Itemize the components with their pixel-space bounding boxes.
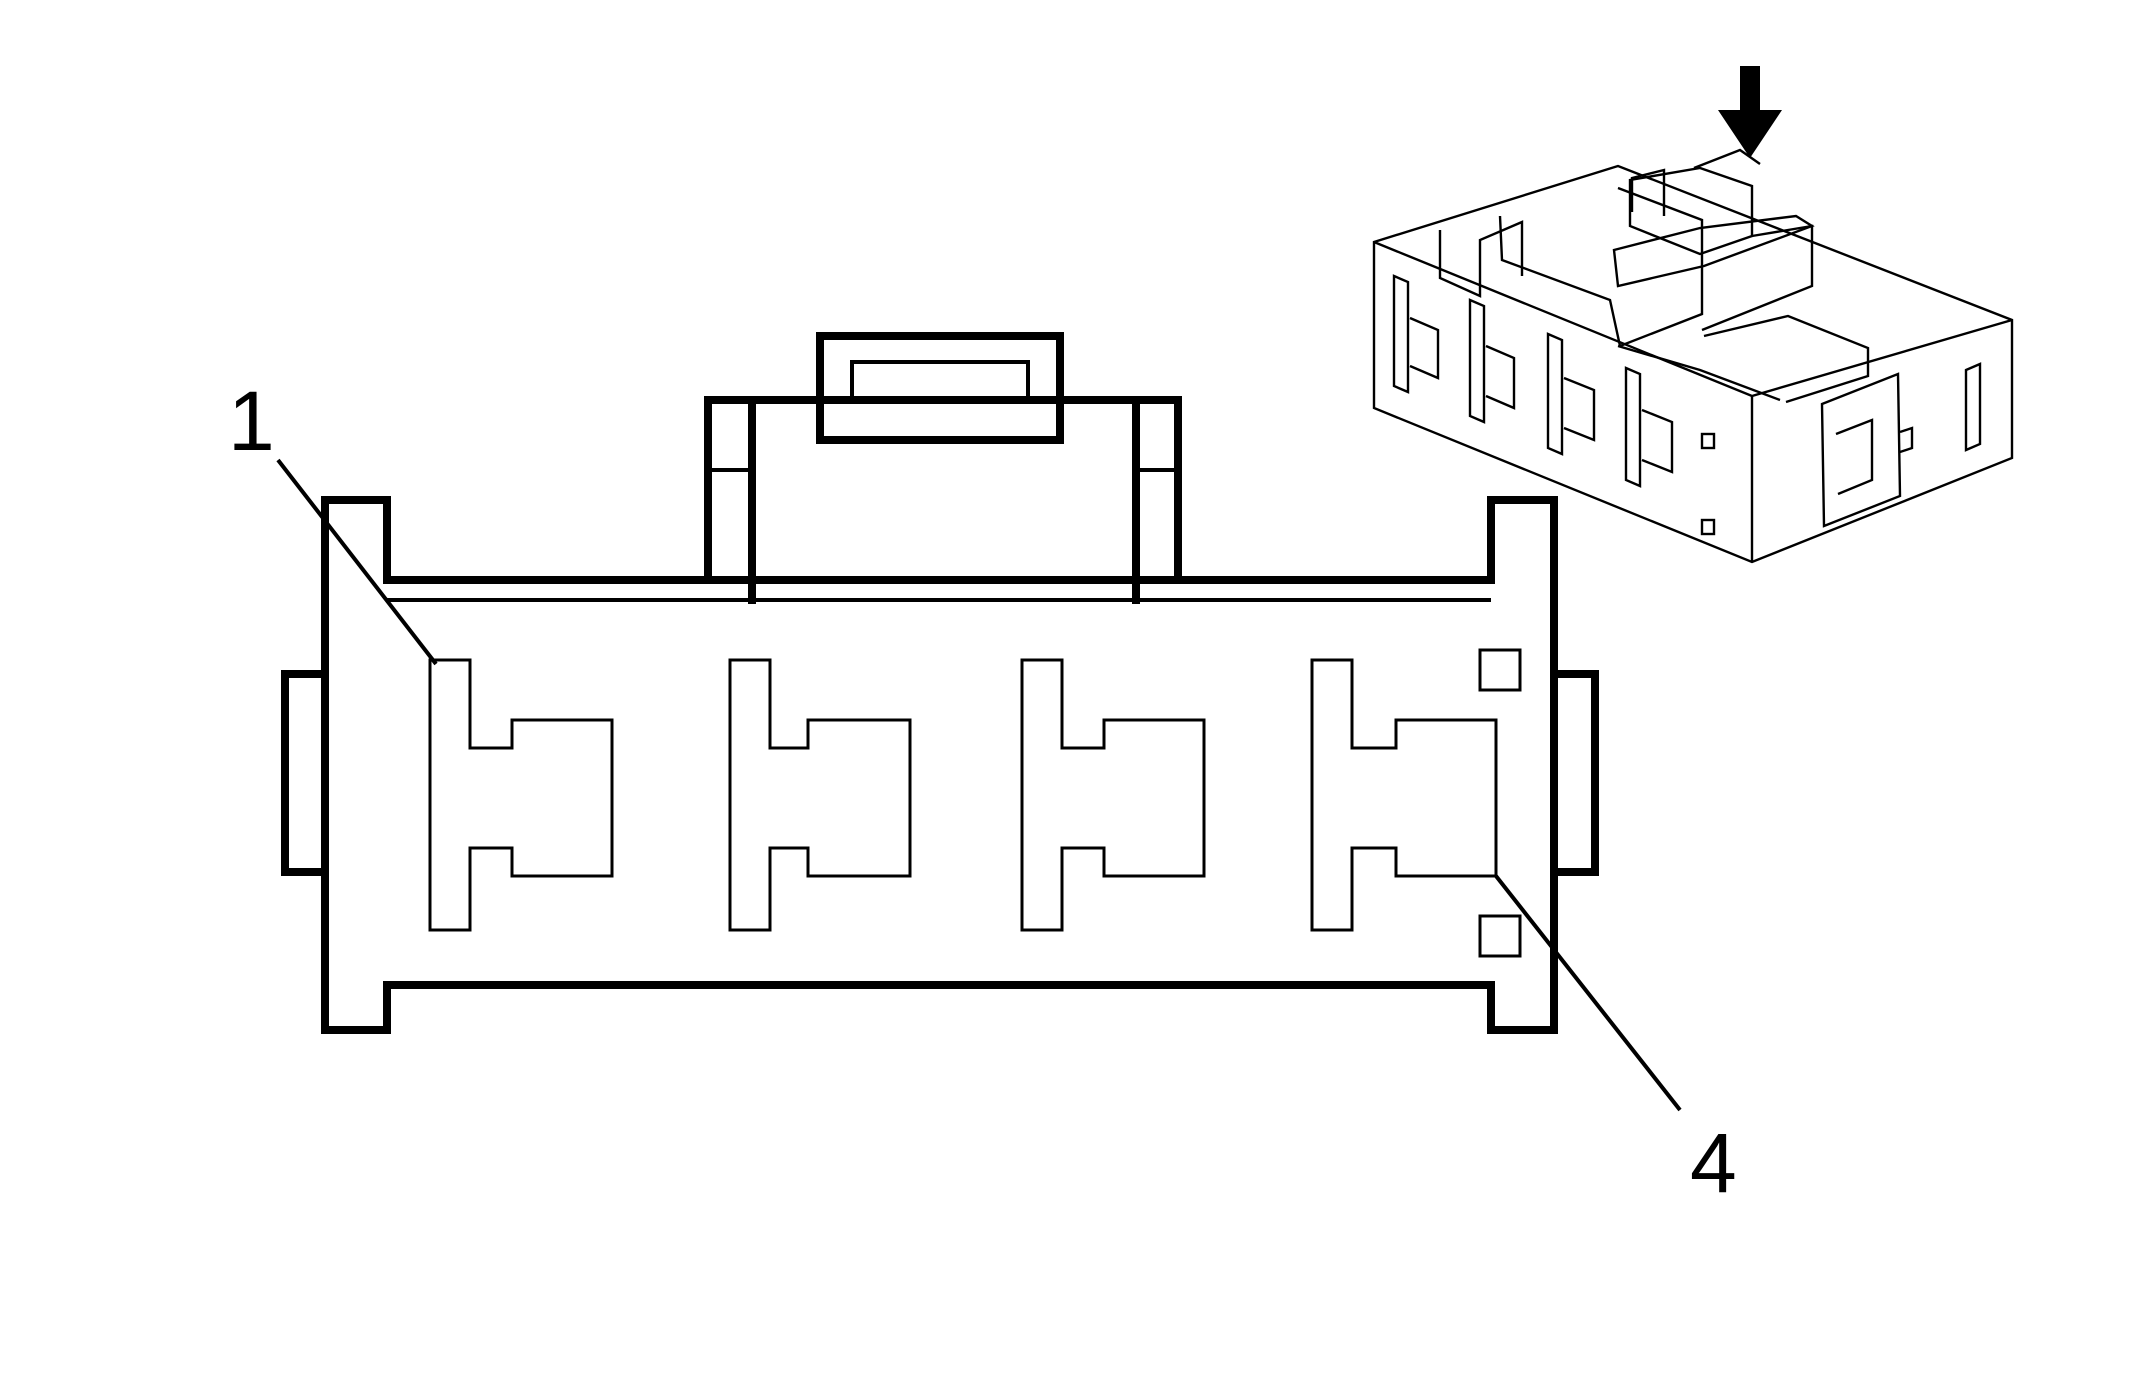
iso-latch-hook — [1630, 148, 1761, 216]
iso-body-outline — [1372, 164, 2014, 564]
iso-cavity-4 — [1624, 366, 1674, 488]
terminal-cavity-4 — [1310, 658, 1498, 932]
iso-side-tab — [1820, 372, 1902, 528]
lock-tab-inner — [850, 360, 1030, 404]
leader-line-pin-4 — [1494, 874, 1682, 1112]
iso-side-slot — [1964, 362, 1982, 452]
key-square-bottom — [1478, 914, 1522, 958]
side-guide-left — [281, 670, 329, 876]
iso-cavity-3 — [1546, 332, 1596, 456]
pin-label-4: 4 — [1690, 1116, 1737, 1210]
housing-outline — [321, 496, 1558, 1034]
latch-housing — [704, 396, 1182, 584]
connector-front-view: 1 4 — [228, 332, 1737, 1210]
iso-cavity-2 — [1468, 298, 1516, 424]
iso-rear-shelf — [1703, 314, 1870, 404]
iso-key-square-bottom — [1700, 518, 1716, 536]
iso-latch-inner — [1612, 214, 1815, 288]
iso-key-square-top — [1700, 432, 1716, 450]
iso-side-notch — [1899, 426, 1914, 454]
terminal-cavity-3 — [1020, 658, 1206, 932]
iso-top-rib — [1438, 220, 1524, 298]
connector-isometric-view — [1372, 66, 2014, 564]
side-guide-right — [1550, 670, 1599, 876]
iso-top-rib-2 — [1498, 186, 1704, 348]
terminal-cavity-2 — [728, 658, 912, 932]
iso-mid-step — [1617, 344, 1781, 402]
key-square-top — [1478, 648, 1522, 692]
iso-rear-step — [1701, 224, 1814, 332]
lock-tab-outer — [816, 332, 1064, 444]
terminal-cavity-1 — [428, 658, 614, 932]
iso-cavity-1 — [1392, 274, 1440, 394]
pin-label-1: 1 — [228, 374, 275, 468]
down-arrow-icon — [1718, 66, 1782, 158]
leader-line-pin-1 — [276, 458, 438, 666]
